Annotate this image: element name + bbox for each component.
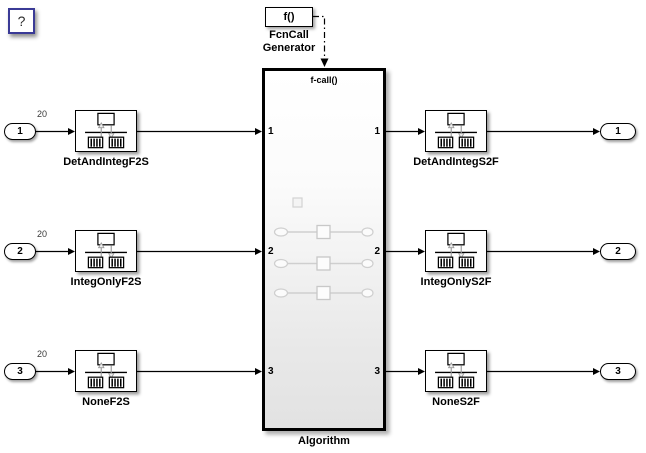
block-fcncall-generator[interactable]: f() [265, 7, 313, 27]
algorithm-outport-2: 2 [374, 246, 380, 257]
signal-wire-row-1[interactable] [35, 128, 600, 135]
algorithm-inport-2: 2 [268, 246, 274, 257]
input-port-3[interactable]: 3 [4, 363, 36, 380]
block-label-det-and-integ-s2f[interactable]: DetAndIntegS2F [413, 156, 499, 168]
block-det-and-integ-s2f[interactable] [425, 110, 487, 152]
rate-transition-icon [435, 112, 477, 149]
signal-wire-row-2[interactable] [35, 248, 600, 255]
input-port-3-number: 3 [17, 366, 23, 377]
help-button[interactable]: ? [8, 8, 35, 34]
block-label-none-f2s[interactable]: NoneF2S [82, 396, 130, 408]
rate-transition-icon [435, 232, 477, 269]
block-label-integ-only-s2f[interactable]: IntegOnlyS2F [420, 276, 492, 288]
output-port-1-number: 1 [615, 126, 621, 137]
block-integ-only-s2f[interactable] [425, 230, 487, 272]
function-call-wire[interactable] [313, 15, 329, 68]
help-button-label: ? [17, 13, 26, 29]
rate-transition-icon [85, 112, 127, 149]
rate-transition-icon [85, 352, 127, 389]
output-port-2[interactable]: 2 [600, 243, 636, 260]
input-port-1-number: 1 [17, 126, 23, 137]
block-label-integ-only-f2s[interactable]: IntegOnlyF2S [70, 276, 142, 288]
signal-width-label-1: 20 [37, 109, 48, 119]
block-label-det-and-integ-f2s[interactable]: DetAndIntegF2S [63, 156, 149, 168]
signal-wire-row-3[interactable] [35, 368, 600, 375]
algorithm-inport-3: 3 [268, 366, 274, 377]
block-none-s2f[interactable] [425, 350, 487, 392]
algorithm-outport-1: 1 [374, 126, 380, 137]
algorithm-inport-1: 1 [268, 126, 274, 137]
algorithm-outport-3: 3 [374, 366, 380, 377]
output-port-1[interactable]: 1 [600, 123, 636, 140]
output-port-3[interactable]: 3 [600, 363, 636, 380]
algorithm-content-preview [273, 197, 374, 301]
input-port-2[interactable]: 2 [4, 243, 36, 260]
input-port-1[interactable]: 1 [4, 123, 36, 140]
block-none-f2s[interactable] [75, 350, 137, 392]
block-integ-only-f2s[interactable] [75, 230, 137, 272]
output-port-2-number: 2 [615, 246, 621, 257]
block-algorithm-subsystem[interactable]: f-call() 1 2 3 1 2 3 [262, 68, 386, 431]
output-port-3-number: 3 [615, 366, 621, 377]
signal-width-label-3: 20 [37, 349, 48, 359]
rate-transition-icon [85, 232, 127, 269]
fcncall-generator-label-line1[interactable]: FcnCall [269, 29, 309, 41]
signal-width-label-2: 20 [37, 229, 48, 239]
algorithm-trigger-port-label: f-call() [310, 75, 338, 85]
fcncall-generator-label-line2[interactable]: Generator [262, 42, 316, 54]
input-port-2-number: 2 [17, 246, 23, 257]
block-label-none-s2f[interactable]: NoneS2F [432, 396, 480, 408]
fcncall-generator-text: f() [283, 11, 295, 23]
block-det-and-integ-f2s[interactable] [75, 110, 137, 152]
algorithm-block-label[interactable]: Algorithm [298, 435, 350, 447]
rate-transition-icon [435, 352, 477, 389]
